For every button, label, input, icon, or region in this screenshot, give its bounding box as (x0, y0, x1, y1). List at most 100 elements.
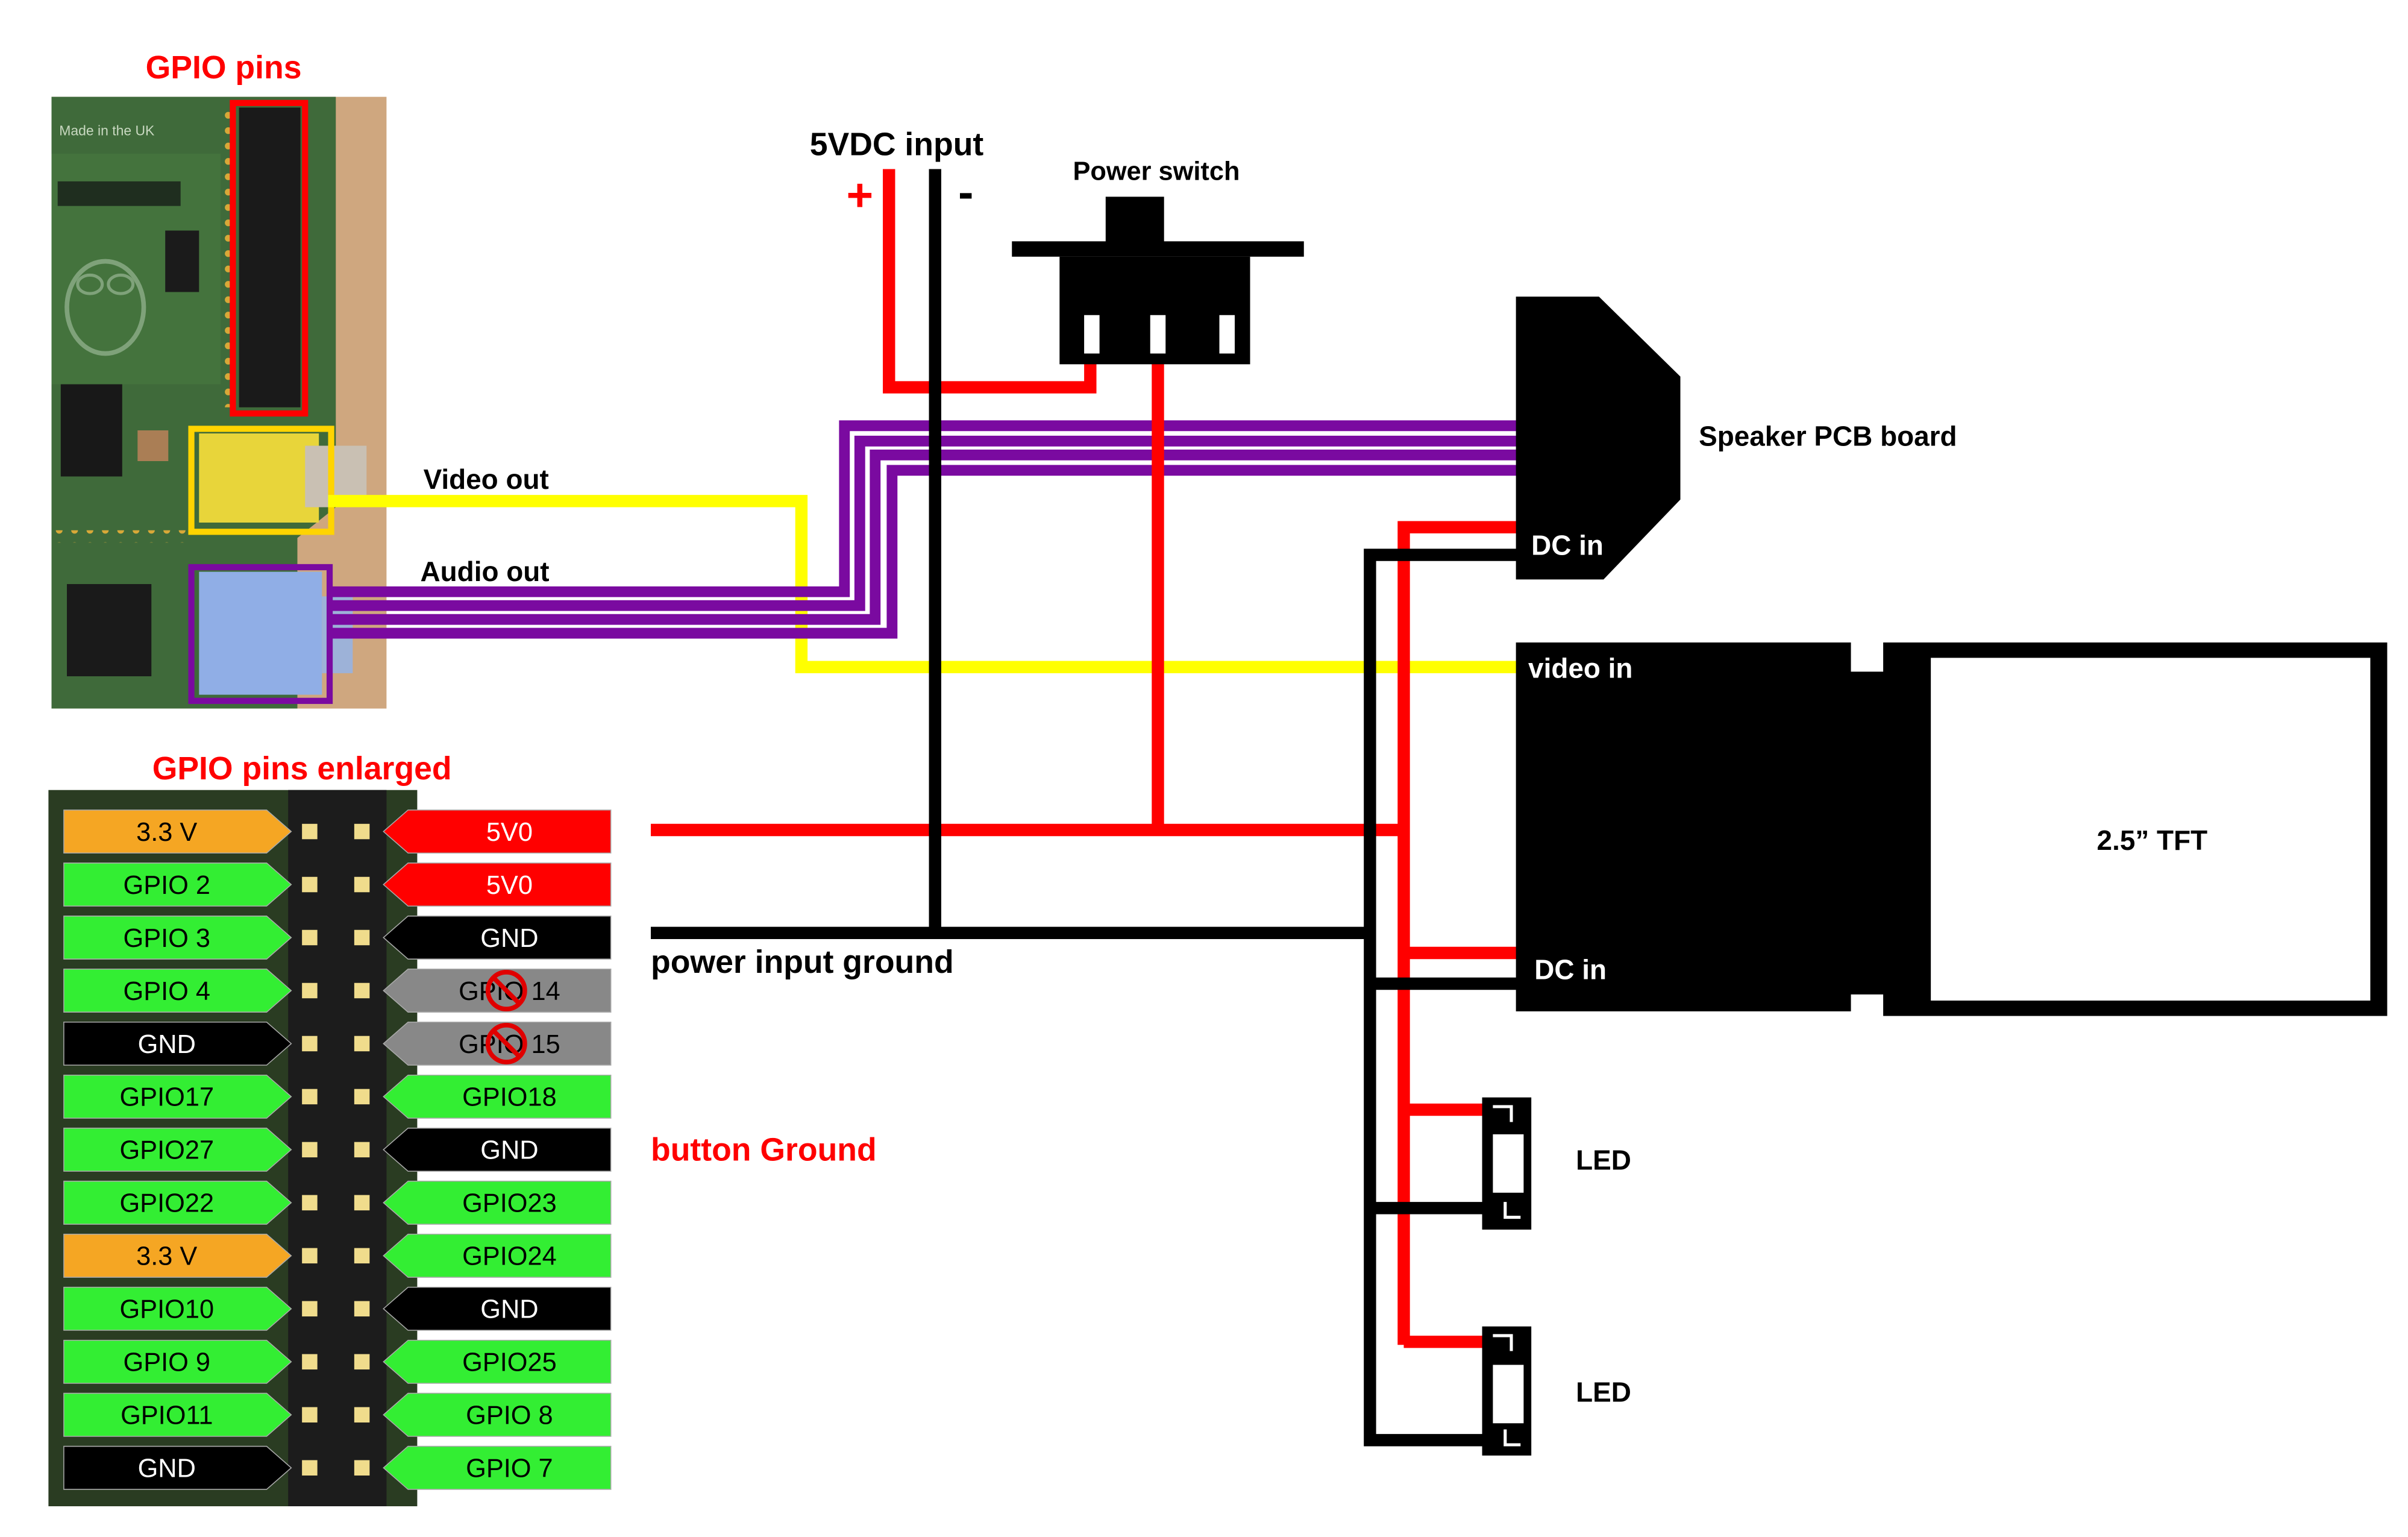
gpio-pin-arrow (383, 1233, 612, 1278)
gpio-pin-label: GPIO27 (119, 1136, 214, 1165)
gpio-pins-title: GPIO pins (146, 50, 302, 86)
gpio-pin-pad (302, 929, 318, 946)
video-out-label: Video out (424, 464, 549, 495)
gpio-pin-label: GPIO 9 (123, 1348, 210, 1377)
gpio-pin-pad (354, 1195, 370, 1211)
gpio-pin-arrow (63, 1074, 292, 1119)
gpio-pin-left: GND (63, 1445, 318, 1490)
gpio-pin-right: GND (354, 1127, 612, 1172)
gpio-pin-arrow (383, 1392, 612, 1437)
gpio-pin-arrow (63, 809, 292, 854)
gpio-pin-arrow (63, 1392, 292, 1437)
led-1 (1482, 1097, 1532, 1230)
audio-wire-3 (328, 449, 1519, 625)
gpio-pin-arrow (383, 809, 612, 854)
gpio-pin-arrow (63, 1180, 292, 1225)
gpio-pin-pad (354, 1407, 370, 1423)
gpio-pin-arrow (63, 969, 292, 1013)
gpio-pin-left: GPIO 3 (63, 916, 318, 960)
gpio-pin-right: GPIO 15 (354, 1021, 612, 1066)
power-switch (1012, 196, 1304, 365)
power-switch-label: Power switch (1073, 157, 1240, 186)
gpio-pin-pad (302, 823, 318, 840)
gpio-pin-pad (354, 1354, 370, 1370)
gpio-pin-right: GPIO23 (354, 1180, 612, 1225)
gpio-pin-pad (354, 1036, 370, 1052)
gpio-pin-pad (354, 1089, 370, 1105)
led-1-label: LED (1576, 1145, 1631, 1176)
gpio-pin-right: GPIO 7 (354, 1445, 612, 1490)
tft-dc-in-label: DC in (1534, 954, 1607, 985)
gpio-pin-left: GPIO 4 (63, 969, 318, 1013)
gpio-pin-label: GND (138, 1454, 196, 1483)
gpio-pin-arrow (383, 1445, 612, 1490)
no-symbol-icon (485, 970, 527, 1011)
led-2 (1482, 1326, 1532, 1456)
gpio-pin-pad (354, 876, 370, 893)
gpio-pin-pad (302, 876, 318, 893)
gpio-pin-pad (302, 1407, 318, 1423)
gpio-enlarged-title: GPIO pins enlarged (152, 751, 452, 787)
video-jack-highlight-box (188, 426, 334, 535)
gpio-pin-arrow (63, 1021, 292, 1066)
gpio-pin-right: 5V0 (354, 809, 612, 854)
gpio-pin-arrow (383, 1286, 612, 1331)
gpio-pin-right: GPIO18 (354, 1074, 612, 1119)
gpio-pin-left: GPIO17 (63, 1074, 318, 1119)
gpio-pin-label: GND (480, 924, 538, 953)
gpio-pin-pad (354, 1248, 370, 1264)
audio-wire-2 (328, 435, 1519, 611)
power-input-label: 5VDC input (810, 127, 984, 163)
gpio-pin-pad (354, 982, 370, 999)
gpio-pin-pad (302, 1248, 318, 1264)
gpio-pin-label: GPIO 2 (123, 871, 210, 900)
raspberry-pi-logo-icon (64, 259, 146, 356)
audio-wire-4 (328, 465, 1519, 639)
tft-display (1516, 642, 2388, 1016)
minus-sign: - (958, 166, 973, 218)
gpio-pin-label: 5V0 (486, 871, 533, 900)
gpio-pin-label: GND (480, 1136, 538, 1165)
speaker-board-label: Speaker PCB board (1699, 421, 1957, 452)
gpio-pin-label: GPIO24 (462, 1242, 557, 1271)
gpio-pin-label: 5V0 (486, 818, 533, 847)
gpio-pin-arrow (63, 1339, 292, 1384)
gpio-pin-left: GPIO27 (63, 1127, 318, 1172)
gpio-pin-right: GPIO24 (354, 1233, 612, 1278)
audio-wire-1 (328, 420, 1519, 597)
gpio-pin-left: GPIO22 (63, 1180, 318, 1225)
gpio-pin-label: GND (138, 1030, 196, 1059)
gpio-pin-arrow (383, 1339, 612, 1384)
gpio-pin-arrow (383, 1021, 612, 1066)
gpio-pin-arrow (63, 863, 292, 907)
gpio-pin-left: GPIO10 (63, 1286, 318, 1331)
gpio-pin-arrow (63, 1445, 292, 1490)
gpio-pin-left: 3.3 V (63, 809, 318, 854)
gpio-pin-label: GPIO22 (119, 1189, 214, 1218)
audio-out-label: Audio out (421, 556, 550, 587)
gpio-pin-label: GPIO 7 (466, 1454, 553, 1483)
tft-video-in-label: video in (1528, 653, 1632, 684)
gpio-pin-right: GND (354, 1286, 612, 1331)
gpio-pin-right: GPIO25 (354, 1339, 612, 1384)
gpio-pin-label: 3.3 V (136, 1242, 197, 1271)
gpio-pin-left: GPIO11 (63, 1392, 318, 1437)
gpio-pin-pad (354, 1142, 370, 1158)
gpio-pin-arrow (383, 863, 612, 907)
led-2-label: LED (1576, 1377, 1631, 1408)
gpio-pin-arrow (63, 916, 292, 960)
button-ground-label: button Ground (651, 1132, 877, 1168)
speaker-pcb (1516, 297, 1681, 580)
gpio-pin-pad (354, 1460, 370, 1476)
gpio-pin-label: GPIO25 (462, 1348, 557, 1377)
gpio-pin-right: GPIO 14 (354, 969, 612, 1013)
gpio-pin-label: GPIO10 (119, 1295, 214, 1324)
plus-sign: + (846, 169, 873, 221)
gpio-pin-pad (302, 982, 318, 999)
gpio-pin-label: GPIO 8 (466, 1401, 553, 1430)
power-bus-wire (1397, 521, 1519, 1345)
speaker-dc-in-label: DC in (1531, 530, 1604, 561)
gpio-pin-pad (302, 1195, 318, 1211)
